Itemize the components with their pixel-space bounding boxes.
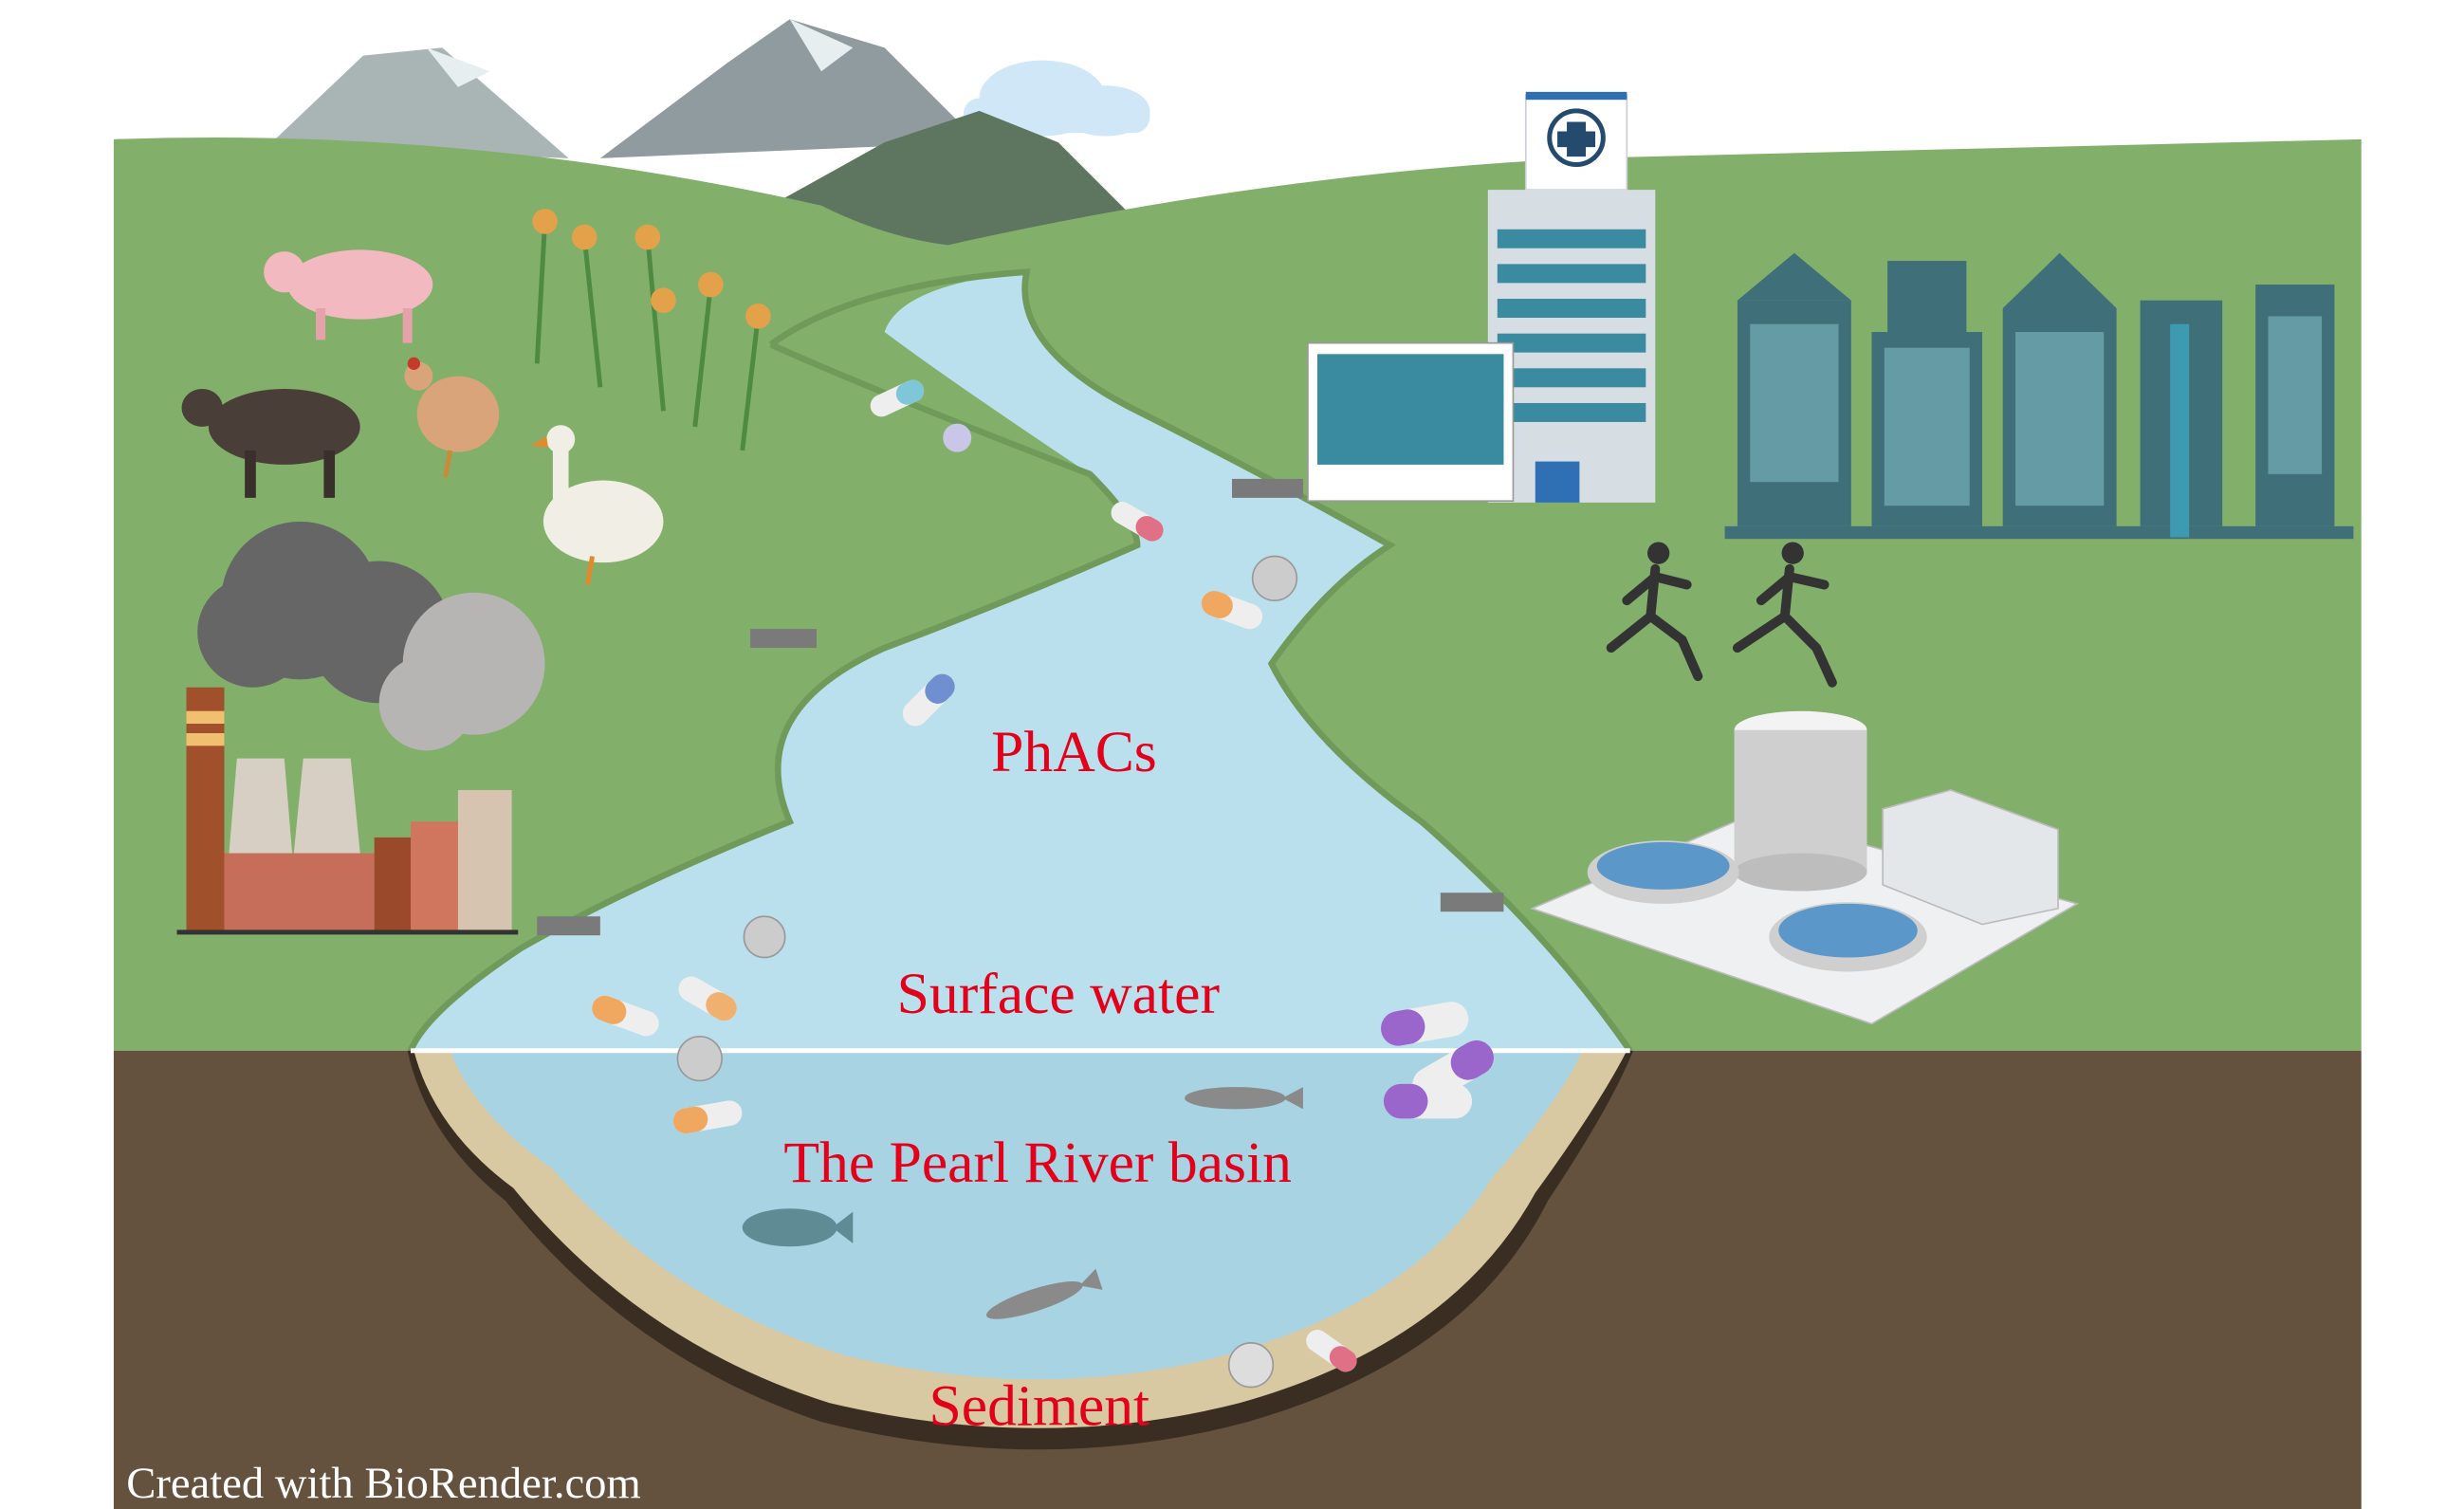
factory-icon bbox=[176, 521, 545, 935]
label-pearl-river-basin: The Pearl River basin bbox=[783, 1131, 1292, 1195]
discharge-pipe-icons bbox=[537, 478, 1504, 936]
basin-water bbox=[450, 1050, 1583, 1380]
label-phacs: PhACs bbox=[991, 720, 1157, 784]
biorender-credit: Created with BioRender.com bbox=[126, 1459, 641, 1508]
runners-icon bbox=[1606, 542, 1837, 688]
fish-icons bbox=[742, 1087, 1303, 1319]
hospital-icon bbox=[1307, 91, 1656, 503]
fish-icon bbox=[742, 1208, 854, 1247]
zebrafish-icon bbox=[1185, 1087, 1303, 1110]
city-windows bbox=[1750, 316, 2323, 538]
rice-crop-icon bbox=[532, 209, 771, 451]
label-surface-water: Surface water bbox=[897, 962, 1220, 1026]
pharmaceutical-pills-icons bbox=[592, 379, 1494, 1389]
cow-icon bbox=[181, 388, 360, 498]
pig-icon bbox=[264, 249, 433, 343]
label-sediment: Sediment bbox=[929, 1373, 1149, 1438]
goose-icon bbox=[530, 425, 664, 585]
river-surface-water bbox=[411, 271, 1630, 1051]
wastewater-treatment-plant-icon bbox=[1530, 710, 2080, 1025]
chicken-icon bbox=[404, 357, 500, 478]
zebrafish-icon bbox=[986, 1268, 1103, 1319]
